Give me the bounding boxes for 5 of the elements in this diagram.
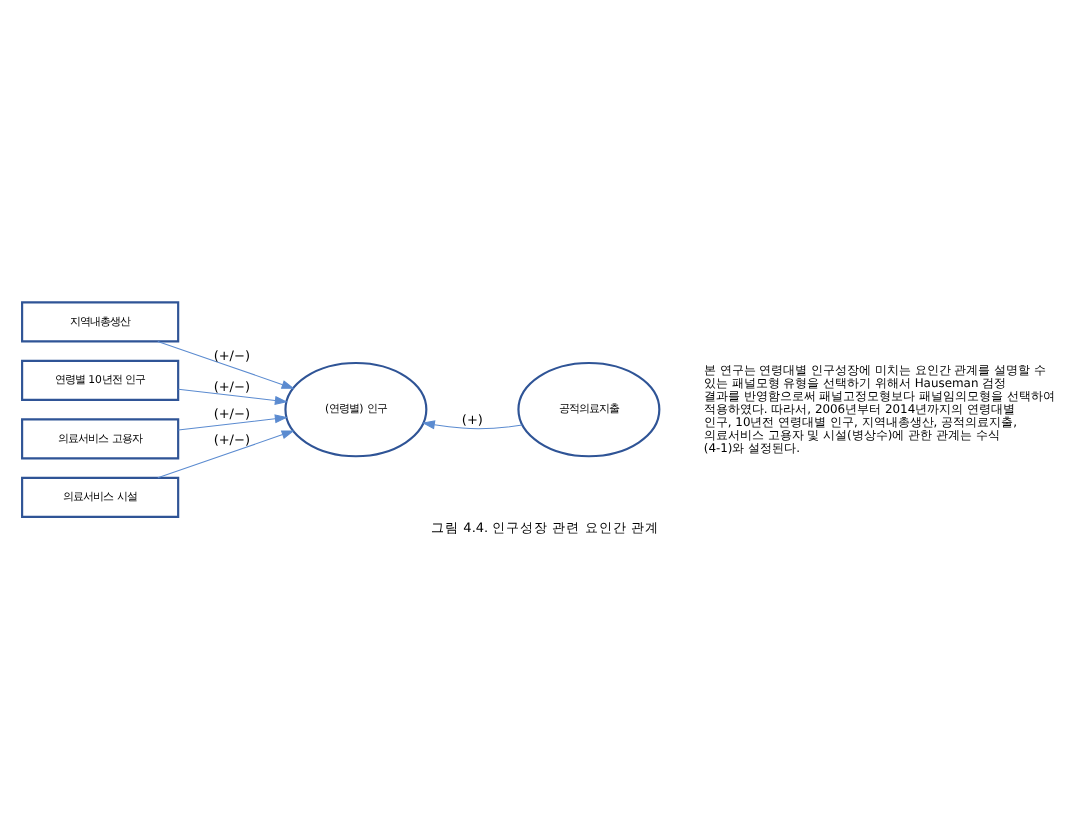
arrow (177, 413, 288, 430)
arrow (157, 339, 295, 388)
arrow (421, 419, 523, 429)
arrow (177, 387, 288, 404)
arrow (157, 429, 295, 478)
